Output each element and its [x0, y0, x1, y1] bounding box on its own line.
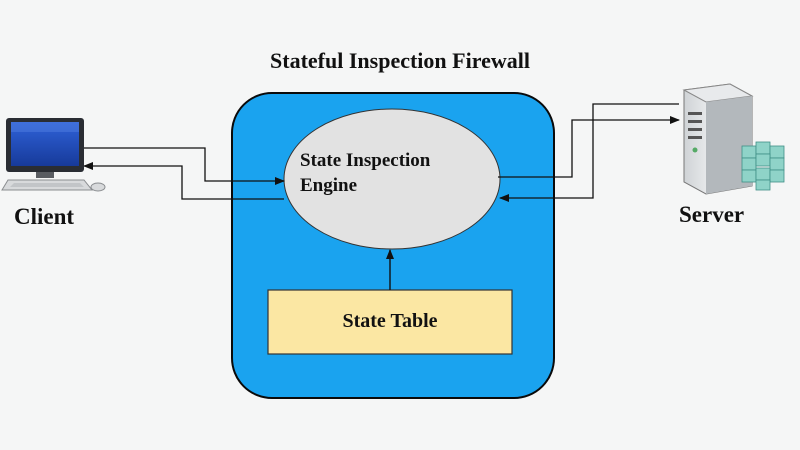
engine-label-line2: Engine: [300, 175, 358, 196]
server-to-engine-line: [499, 103, 679, 202]
state-table-box: [267, 289, 513, 355]
state-table-label: State Table: [342, 310, 438, 332]
client-label: Client: [14, 204, 75, 229]
client-to-engine-line: [84, 147, 285, 185]
server-label: Server: [679, 202, 745, 227]
desktop-computer-icon: [1, 118, 106, 192]
engine-label-line1: State Inspection: [300, 150, 431, 171]
engine-label: State Inspection Engine: [300, 148, 488, 198]
engine-to-server-line: [498, 116, 680, 178]
server-tower-icon: [682, 83, 785, 195]
engine-to-client-line: [83, 162, 284, 200]
diagram-title: Stateful Inspection Firewall: [270, 48, 530, 73]
